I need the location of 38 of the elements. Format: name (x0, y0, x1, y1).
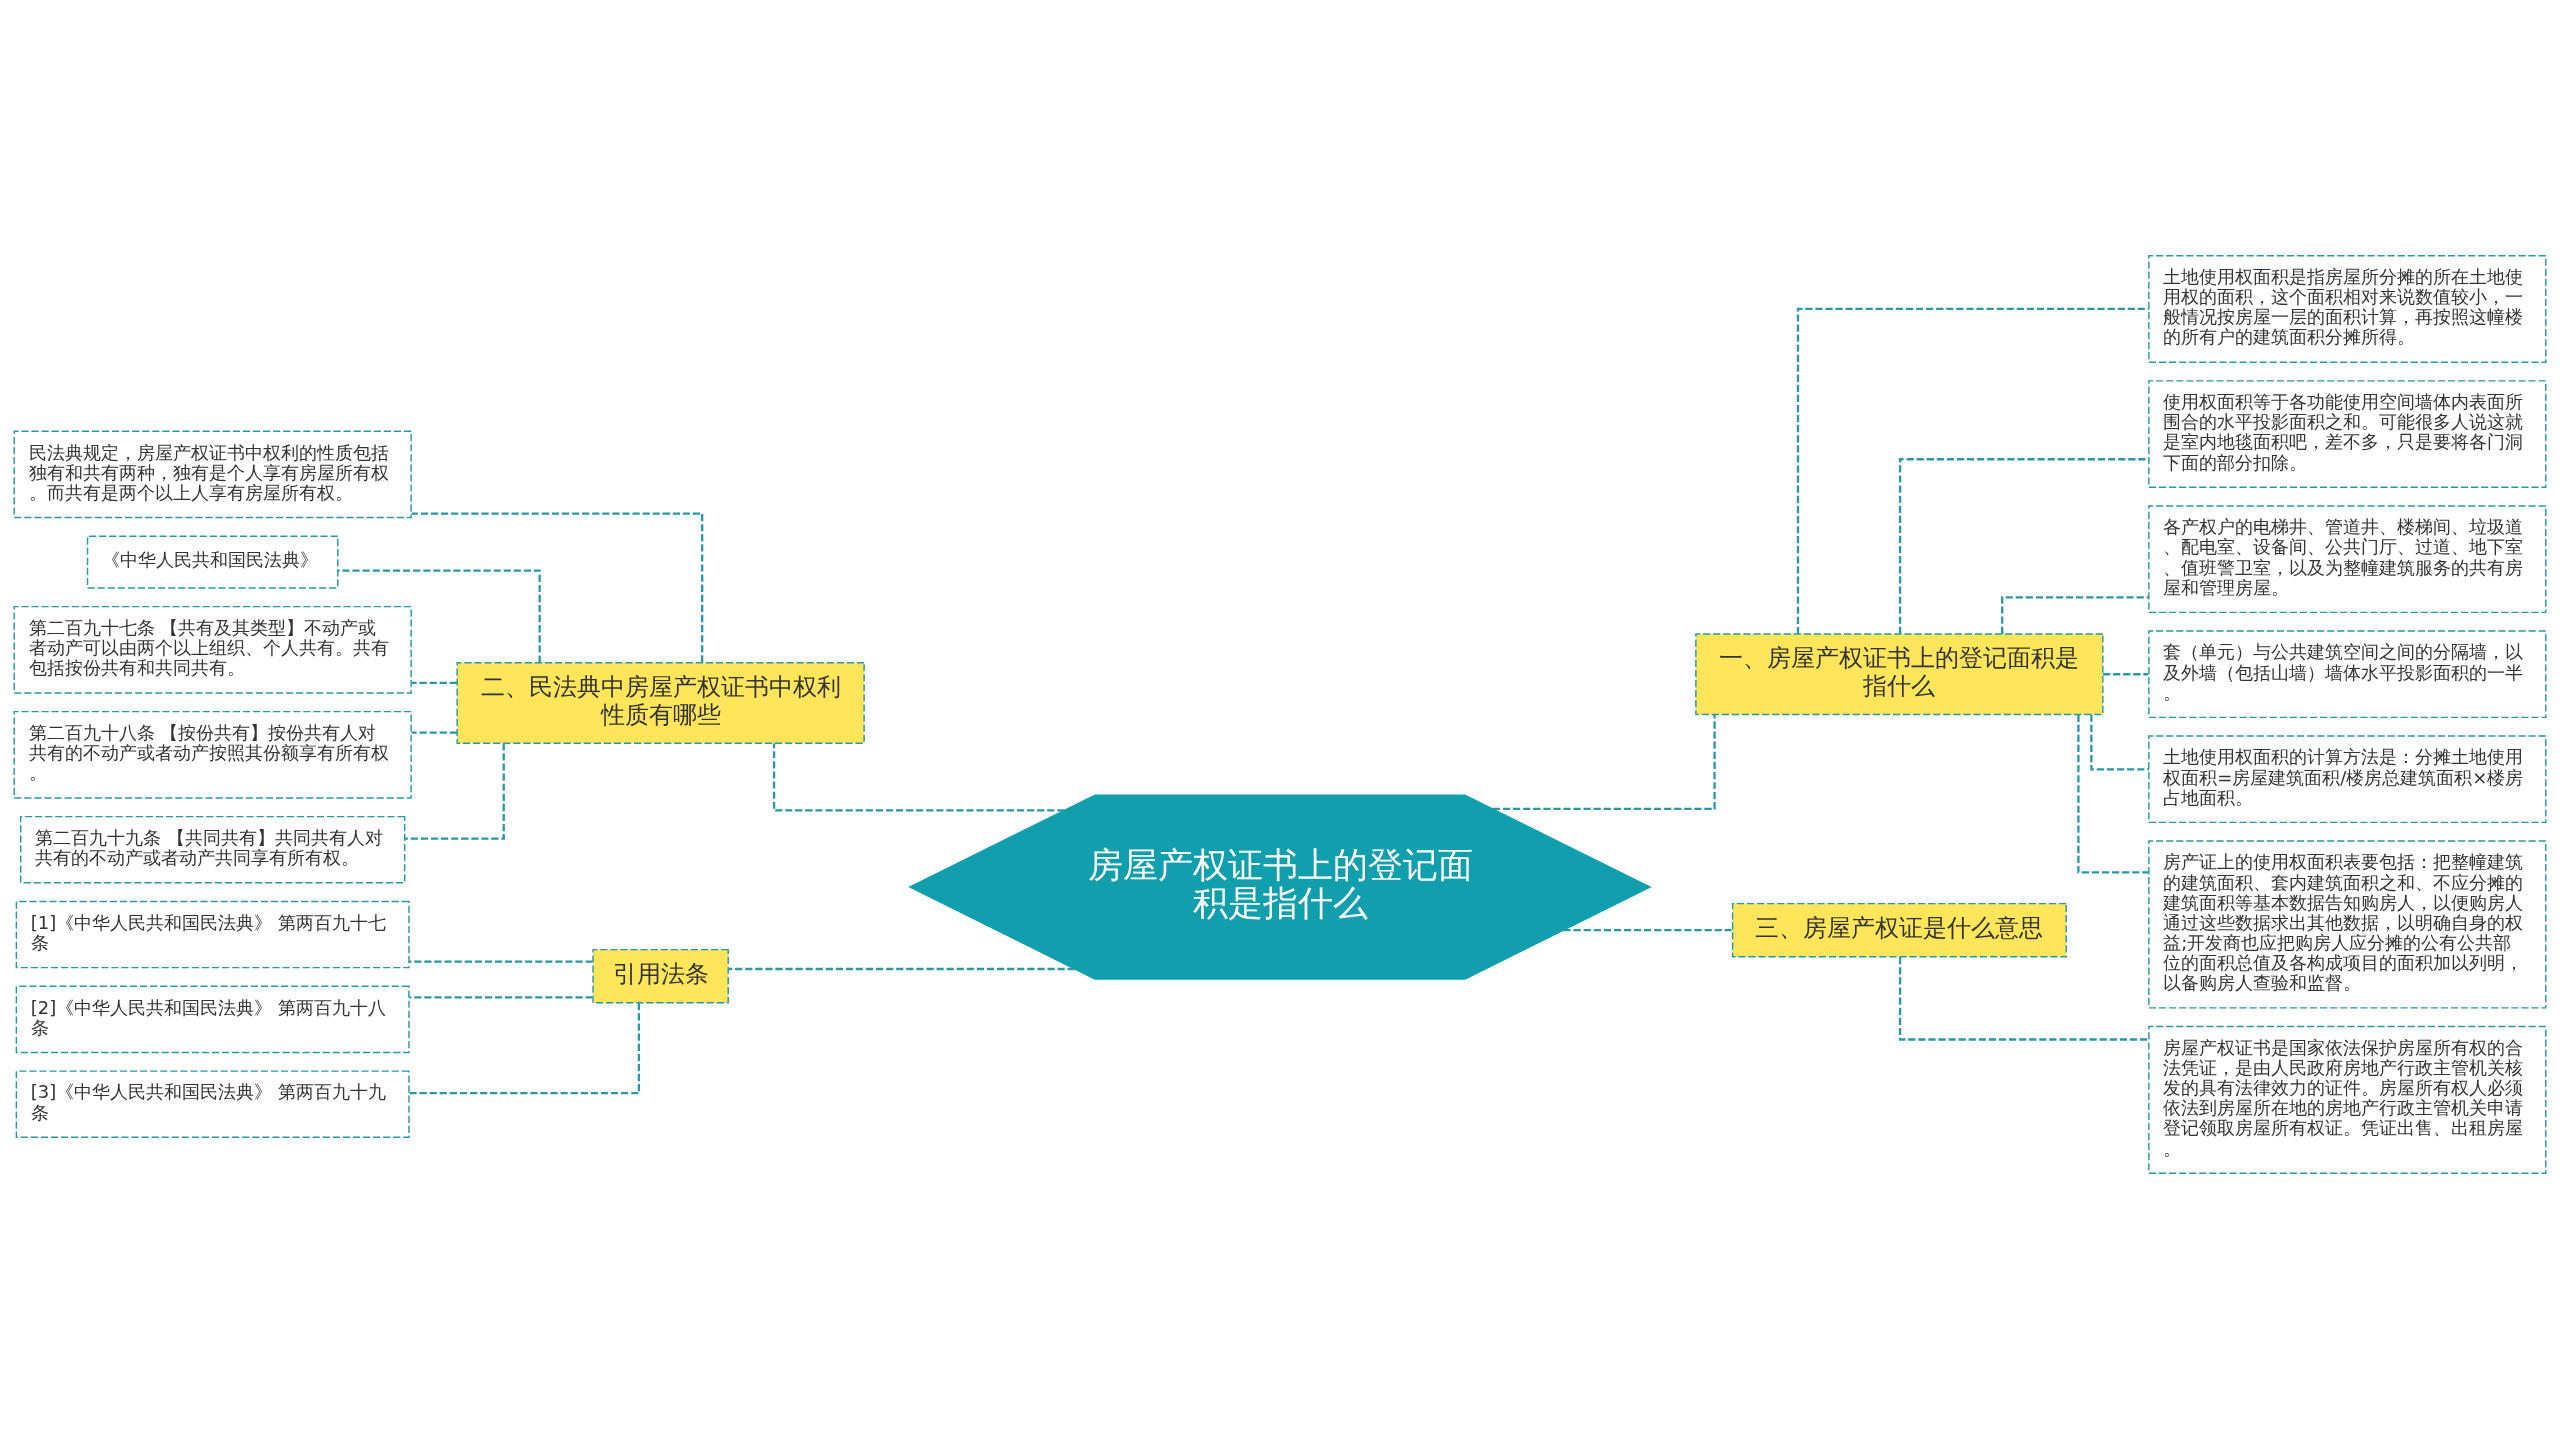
connector (772, 743, 1065, 812)
node-box: 第二百九十八条 【按份共有】按份共有人对共有的不动产或者动产按照其份额享有所有权。 (13, 710, 412, 799)
node-box: 房产证上的使用权面积表要包括：把整幢建筑的建筑面积、套内建筑面积之和、不应分摊的建筑面积等基本数据告知购房人，以便购房人通过这些数据求出其他数据，以明确自身的权益;开发商也应把购房人应分摊的公有公共部位的面积总值及各构成项目的面积加以列明，以备购房人查验和监督。 (2148, 840, 2547, 1009)
connector (1898, 458, 2149, 634)
node-box: 三、房屋产权证是什么意思 (1731, 902, 2067, 958)
connector (411, 681, 457, 684)
node-box: 使用权面积等于各功能使用空间墙体内表面所围合的水平投影面积之和。可能很多人说这就是室内地毯面积吧，差不多，只是要将各门洞下面的部分扣除。 (2148, 380, 2547, 488)
connector (338, 569, 541, 663)
node-box: 第二百九十七条 【共有及其类型】不动产或者动产可以由两个以上组织、个人共有。共有包括按份共有和共同共有。 (13, 605, 412, 694)
connector (409, 996, 593, 999)
connector (2001, 596, 2149, 634)
node-box: 《中华人民共和国民法典》 (86, 535, 339, 589)
node-box: 二、民法典中房屋产权证书中权利性质有哪些 (456, 662, 865, 744)
connector (728, 967, 1075, 971)
connector (404, 743, 505, 840)
node-box: 民法典规定，房屋产权证书中权利的性质包括独有和共有两种，独有是个人享有房屋所有权。而共有是两个以上人享有房屋所有权。 (13, 430, 412, 519)
node-box: 各产权户的电梯井、管道井、楼梯间、垃圾道、配电室、设备间、公共门厅、过道、地下室、值班警卫室，以及为整幢建筑服务的共有房屋和管理房屋。 (2148, 505, 2547, 614)
node-box: 引用法条 (592, 948, 729, 1004)
connector (2103, 673, 2149, 676)
connector (1898, 957, 2149, 1041)
connector (1796, 307, 2149, 634)
node-box: 房屋产权证书是国家依法保护房屋所有权的合法凭证，是由人民政府房地产行政主管机关核发的具有法律效力的证件。房屋所有权人必须依法到房屋所在地的房地产行政主管机关申请登记领取房屋所有权证。凭证出售、出租房屋。 (2148, 1025, 2547, 1174)
connector (409, 1003, 641, 1095)
node-box: 土地使用权面积是指房屋所分摊的所在土地使用权的面积，这个面积相对来说数值较小，一般情况按房屋一层的面积计算，再按照这幢楼的所有户的建筑面积分摊所得。 (2148, 255, 2547, 363)
node-box: 套（单元）与公共建筑空间之间的分隔墙，以及外墙（包括山墙）墙体水平投影面积的一半。 (2148, 630, 2547, 719)
node-box: [1]《中华人民共和国民法典》 第两百九十七条 (15, 900, 410, 969)
connector (411, 731, 457, 734)
node-box: 一、房屋产权证书上的登记面积是指什么 (1695, 633, 2104, 716)
node-box: [3]《中华人民共和国民法典》 第两百九十九条 (15, 1070, 410, 1138)
connector (1492, 714, 1716, 811)
connector (2077, 714, 2149, 874)
connector (2090, 714, 2149, 771)
connector (409, 960, 593, 963)
node-box: 土地使用权面积的计算方法是：分摊土地使用权面积=房屋建筑面积/楼房总建筑面积×楼房占地面积。 (2148, 735, 2547, 824)
connector (1563, 929, 1733, 932)
node-box: 第二百九十九条 【共同共有】共同共有人对共有的不动产或者动产共同享有所有权。 (19, 815, 406, 884)
node-box: [2]《中华人民共和国民法典》 第两百九十八条 (15, 985, 410, 1054)
connector (411, 512, 704, 663)
